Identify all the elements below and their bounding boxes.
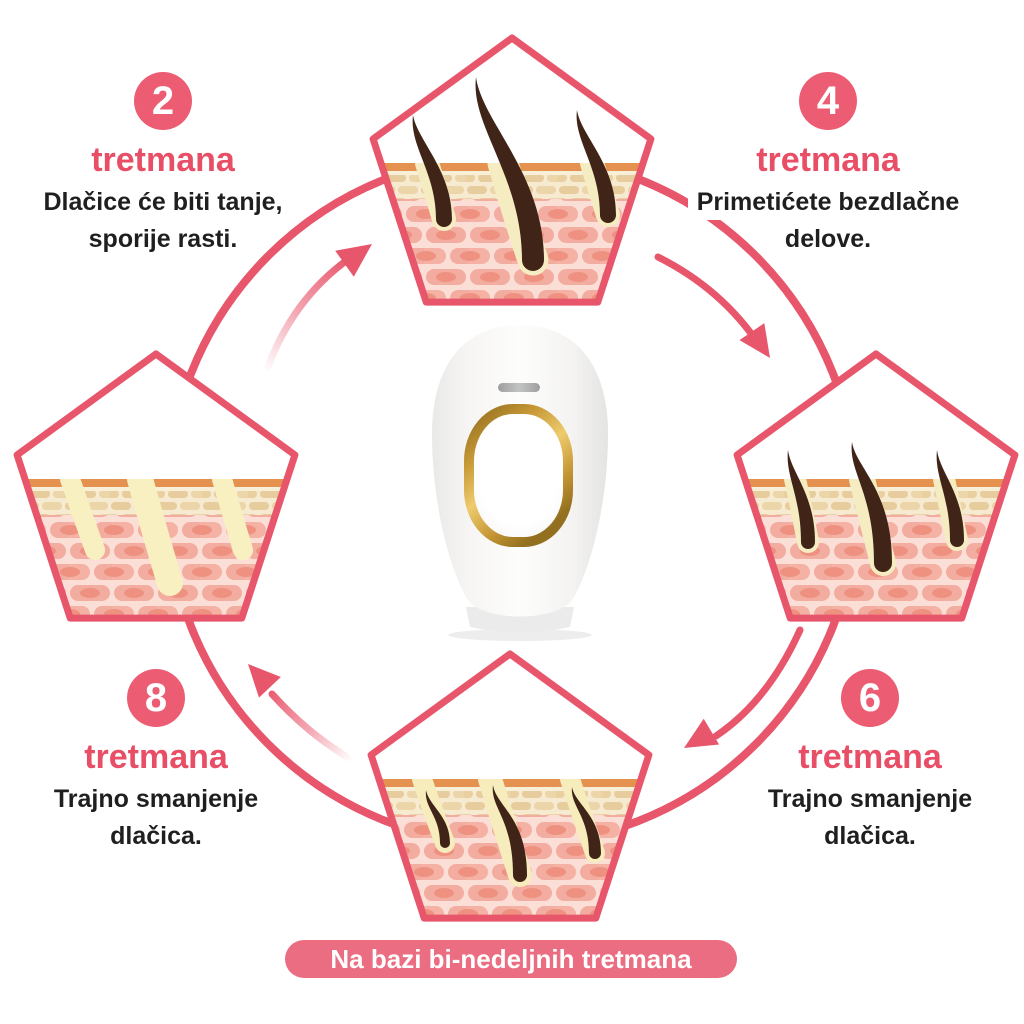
step-4-desc-line-1: Primetićete bezdlačne [687, 185, 969, 220]
skin-layers [17, 479, 295, 619]
curved-arrow-6-to-8-icon [248, 664, 356, 764]
step-6-number-badge: 6 [841, 669, 899, 727]
empty-follicles [60, 479, 253, 596]
skin-diagram-step-2 [369, 34, 655, 306]
pentagon-frame [13, 350, 299, 622]
skin-diagram-step-6 [367, 650, 653, 922]
step-2-desc-line-1: Dlačice će biti tanje, [34, 185, 292, 220]
curved-arrow-2-to-4-icon [654, 253, 770, 358]
skin-layers [373, 77, 651, 303]
step-8-treatments: 8 tretmana Trajno smanjenje dlačica. [0, 669, 321, 855]
step-6-desc-line-2: dlačica. [815, 818, 925, 854]
step-4-description: Primetićete bezdlačne delove. [663, 185, 993, 257]
step-8-label: tretmana [75, 737, 237, 778]
short-dark-hairs [787, 442, 964, 572]
ipl-device-illustration [432, 325, 608, 641]
step-6-treatments: 6 tretmana Trajno smanjenje dlačica. [705, 669, 1024, 855]
step-8-desc-line-2: dlačica. [101, 818, 211, 854]
device-flash-window [464, 404, 573, 547]
curved-arrow-8-to-2-icon [262, 244, 372, 376]
skin-diagram-step-4 [733, 350, 1019, 622]
pentagon-frame [733, 350, 1019, 622]
step-4-treatments: 4 tretmana Primetićete bezdlačne delove. [663, 72, 993, 258]
step-2-label: tretmana [82, 140, 244, 181]
step-6-description: Trajno smanjenje dlačica. [705, 782, 1024, 854]
step-4-label: tretmana [747, 140, 909, 181]
skin-layers [371, 779, 649, 919]
step-8-description: Trajno smanjenje dlačica. [0, 782, 321, 854]
pentagon-frame [369, 34, 655, 306]
skin-diagram-step-8 [13, 350, 299, 622]
step-6-label: tretmana [789, 737, 951, 778]
footer-banner: Na bazi bi-nedeljnih tretmana [285, 940, 737, 978]
step-2-number-badge: 2 [134, 72, 192, 130]
pentagon-frame [367, 650, 653, 922]
step-4-desc-line-2: delove. [775, 221, 881, 257]
long-dark-hairs [412, 77, 616, 271]
step-2-treatments: 2 tretmana Dlačice će biti tanje, sporij… [0, 72, 328, 258]
step-6-desc-line-1: Trajno smanjenje [758, 782, 982, 817]
device-indicator-light [498, 383, 540, 392]
step-8-number-badge: 8 [127, 669, 185, 727]
device-shadow [448, 629, 592, 641]
step-2-desc-line-2: sporije rasti. [79, 221, 247, 257]
curved-arrow-4-to-6-icon [684, 626, 804, 748]
step-8-desc-line-1: Trajno smanjenje [44, 782, 268, 817]
subsurface-dark-hairs [425, 785, 601, 882]
step-2-description: Dlačice će biti tanje, sporije rasti. [0, 185, 328, 257]
step-4-number-badge: 4 [799, 72, 857, 130]
